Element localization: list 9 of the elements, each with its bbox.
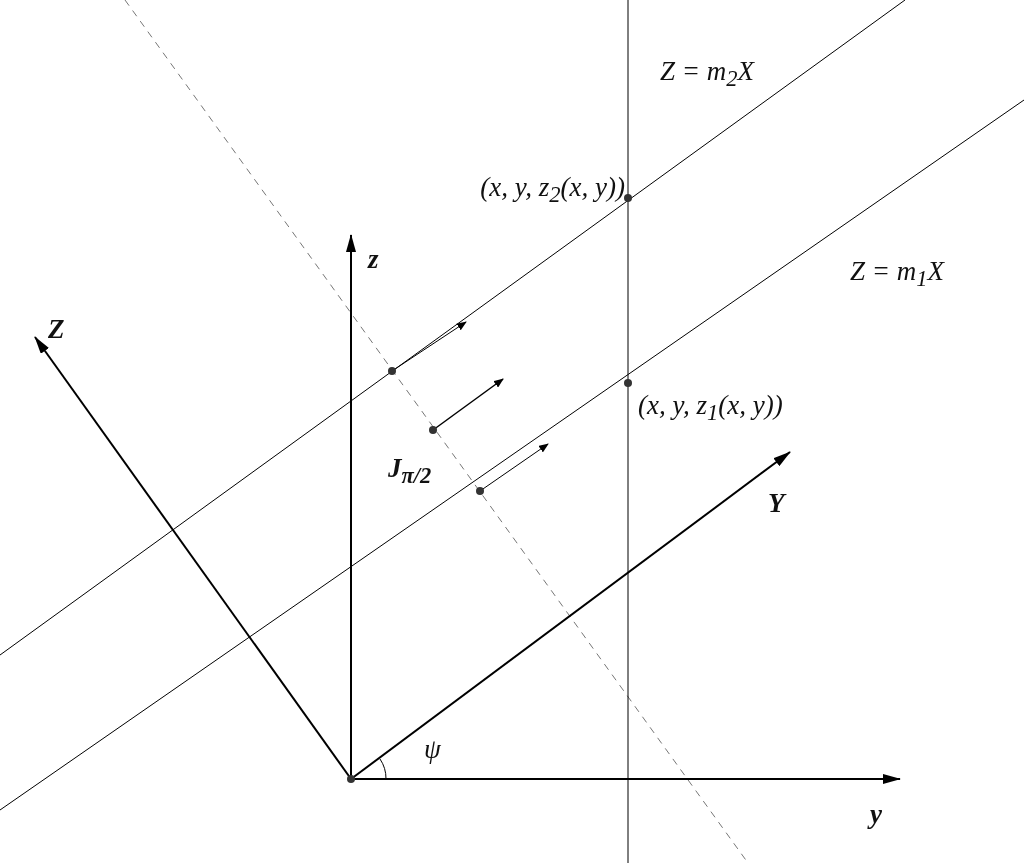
equation-label: Z = m$_{2}$X xyxy=(660,58,754,91)
point-label: (x, y, z$_{2}$(x, y)) xyxy=(480,174,625,207)
point-label: (x, y, z$_{1}$(x, y)) xyxy=(638,392,783,425)
axis-label: Z xyxy=(48,316,65,343)
angle-label: ψ xyxy=(424,736,441,763)
axis-label: Y xyxy=(768,490,785,517)
equation-label: Z = m$_{1}$X xyxy=(850,258,944,291)
axis-label: z xyxy=(368,246,379,273)
vector-label: J$_{π/2}$ xyxy=(388,455,432,488)
